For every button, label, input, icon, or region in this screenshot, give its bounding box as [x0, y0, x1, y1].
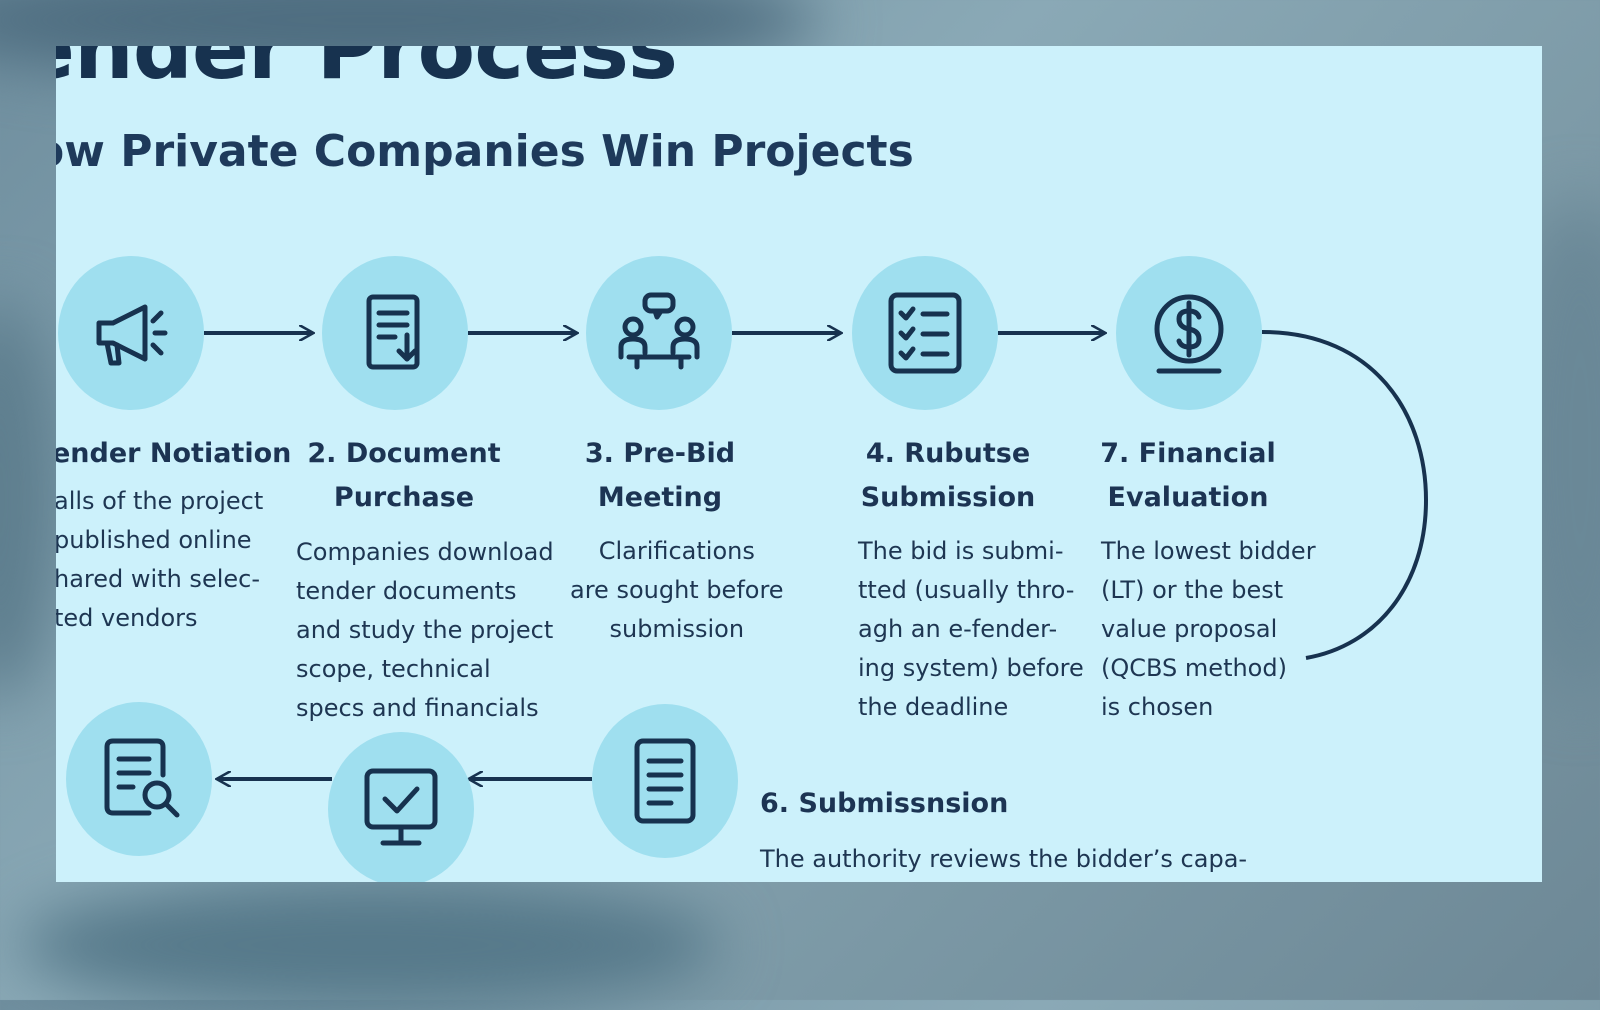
page-title: ender Process — [56, 46, 678, 98]
step-4-title: 4. Rubutse Submission — [860, 438, 1036, 513]
document-text-icon — [634, 738, 696, 824]
step-5-circle — [1116, 256, 1262, 410]
step-1-description: alls of the project published online har… — [56, 487, 264, 632]
megaphone-icon — [96, 304, 168, 366]
step-5-description: The lowest bidder (LT) or the best value… — [1101, 537, 1316, 721]
step-2-description: Companies download tender documents and … — [296, 538, 554, 722]
step-5-title: 7. Financial Evaluation — [1100, 438, 1276, 513]
step-6-circle — [592, 704, 738, 858]
backdrop-blur-shape — [20, 880, 720, 1010]
step-4-circle — [852, 256, 998, 410]
page-subtitle: ow Private Companies Win Projects — [56, 126, 914, 177]
meeting-icon — [618, 292, 700, 370]
step-3-description: Clarifications are sought before submiss… — [570, 537, 784, 643]
step-6-title: 6. Submissnsion — [760, 788, 1009, 819]
step-7-circle — [328, 732, 474, 882]
step-2-circle — [322, 256, 468, 410]
checklist-icon — [888, 292, 962, 374]
document-search-icon — [104, 738, 180, 818]
document-download-icon — [366, 294, 420, 370]
step-6-description: The authority reviews the bidder’s capa- — [760, 845, 1248, 873]
step-4-description: The bid is submi- tted (usually thro- ag… — [858, 537, 1084, 721]
step-1-title: ender Notiation — [56, 438, 292, 469]
step-3-title: 3. Pre-Bid Meeting — [584, 438, 736, 513]
monitor-check-icon — [364, 768, 438, 846]
infographic-panel: ender Process ow Private Companies Win P… — [56, 46, 1542, 882]
step-8-circle — [66, 702, 212, 856]
step-3-circle — [586, 256, 732, 410]
step-1-circle — [58, 256, 204, 410]
dollar-coin-icon — [1154, 294, 1224, 374]
step-2-title: 2. Document Purchase — [307, 438, 501, 513]
backdrop-blur-shape — [0, 300, 60, 700]
